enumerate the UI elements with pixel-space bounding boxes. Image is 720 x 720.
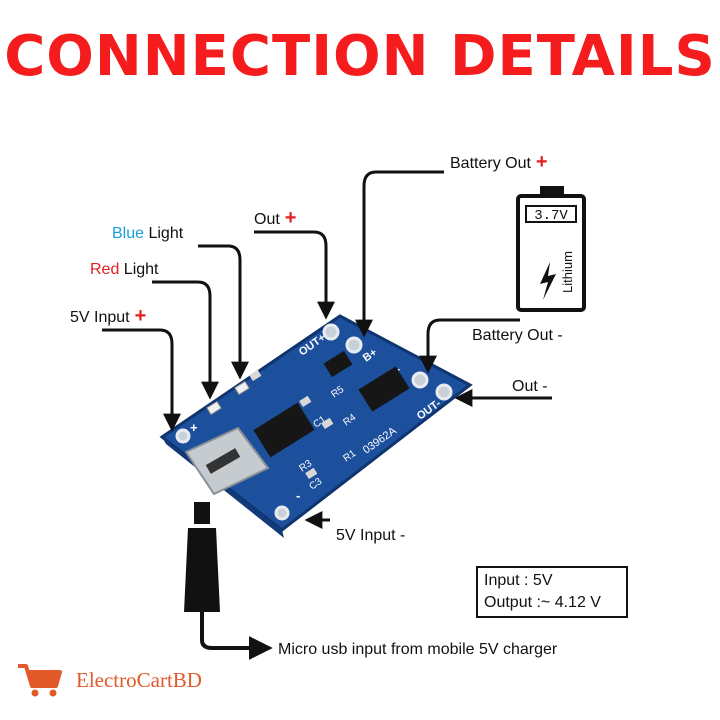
pad-in-plus <box>175 428 191 444</box>
label-out-plus: Out+ <box>254 207 296 229</box>
lightning-icon <box>540 262 556 300</box>
spec-output: Output :~ 4.12 V <box>484 594 601 611</box>
mosfet <box>323 350 353 378</box>
blue-led <box>234 380 250 396</box>
label-red-light: Red Light <box>90 261 159 278</box>
board-plus-mark: + <box>190 420 198 435</box>
protection-ic <box>358 366 410 412</box>
pad-out-minus <box>435 383 453 401</box>
pad-b-plus <box>345 336 363 354</box>
battery-voltage: 3.7V <box>534 208 568 224</box>
pad-b-minus <box>411 371 429 389</box>
pad-out-plus <box>322 323 340 341</box>
battery-icon: 3.7V Lithium <box>516 186 586 312</box>
charger-board: OUT+ B+ B- OUT- 03962A R1 R3 C1 R4 R5 C3… <box>159 314 473 538</box>
usb-cable-icon <box>184 502 273 660</box>
shopping-cart-icon <box>18 664 62 697</box>
red-led <box>206 400 222 416</box>
brand-name: ElectroCartBD <box>76 667 202 692</box>
label-battery-out-plus: Battery Out+ <box>450 151 548 173</box>
label-micro-usb: Micro usb input from mobile 5V charger <box>278 641 558 658</box>
label-blue-light: Blue Light <box>112 225 184 242</box>
brand-logo: ElectroCartBD <box>16 662 202 698</box>
page-title: CONNECTION DETAILS <box>4 24 716 89</box>
charger-ic <box>253 402 315 458</box>
label-5v-input-plus: 5V Input+ <box>70 305 146 327</box>
spec-input: Input : 5V <box>484 572 553 589</box>
leader-lines <box>102 170 552 529</box>
label-battery-out-minus: Battery Out - <box>472 327 563 344</box>
label-5v-input-minus: 5V Input - <box>336 527 405 544</box>
pad-in-minus <box>274 505 290 521</box>
battery-chemistry: Lithium <box>560 251 575 293</box>
board-minus-mark: - <box>296 488 300 503</box>
spec-box: Input : 5V Output :~ 4.12 V <box>476 566 628 618</box>
label-out-minus: Out - <box>512 378 548 395</box>
